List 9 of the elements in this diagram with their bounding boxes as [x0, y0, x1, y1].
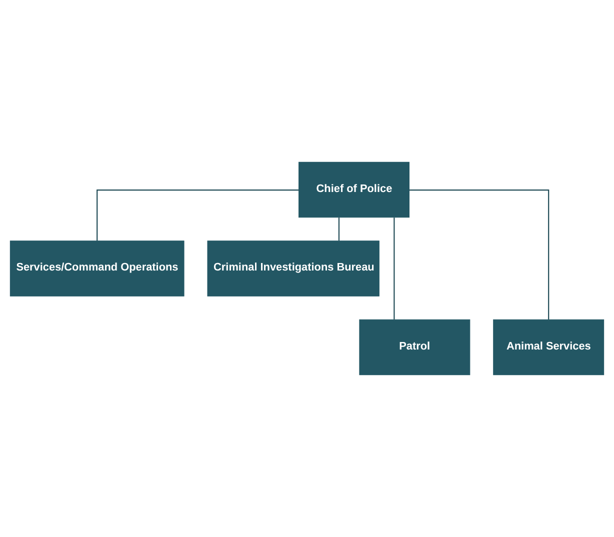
node-box: Animal Services	[493, 319, 604, 376]
node-box: Criminal Investigations Bureau	[207, 240, 380, 296]
connector	[96, 190, 299, 241]
node-box: Services/Command Operations	[10, 240, 184, 296]
connector	[338, 218, 340, 241]
connector	[394, 218, 395, 320]
connector	[409, 190, 550, 320]
node-box: Patrol	[359, 319, 470, 376]
node-box: Chief of Police	[298, 162, 410, 218]
